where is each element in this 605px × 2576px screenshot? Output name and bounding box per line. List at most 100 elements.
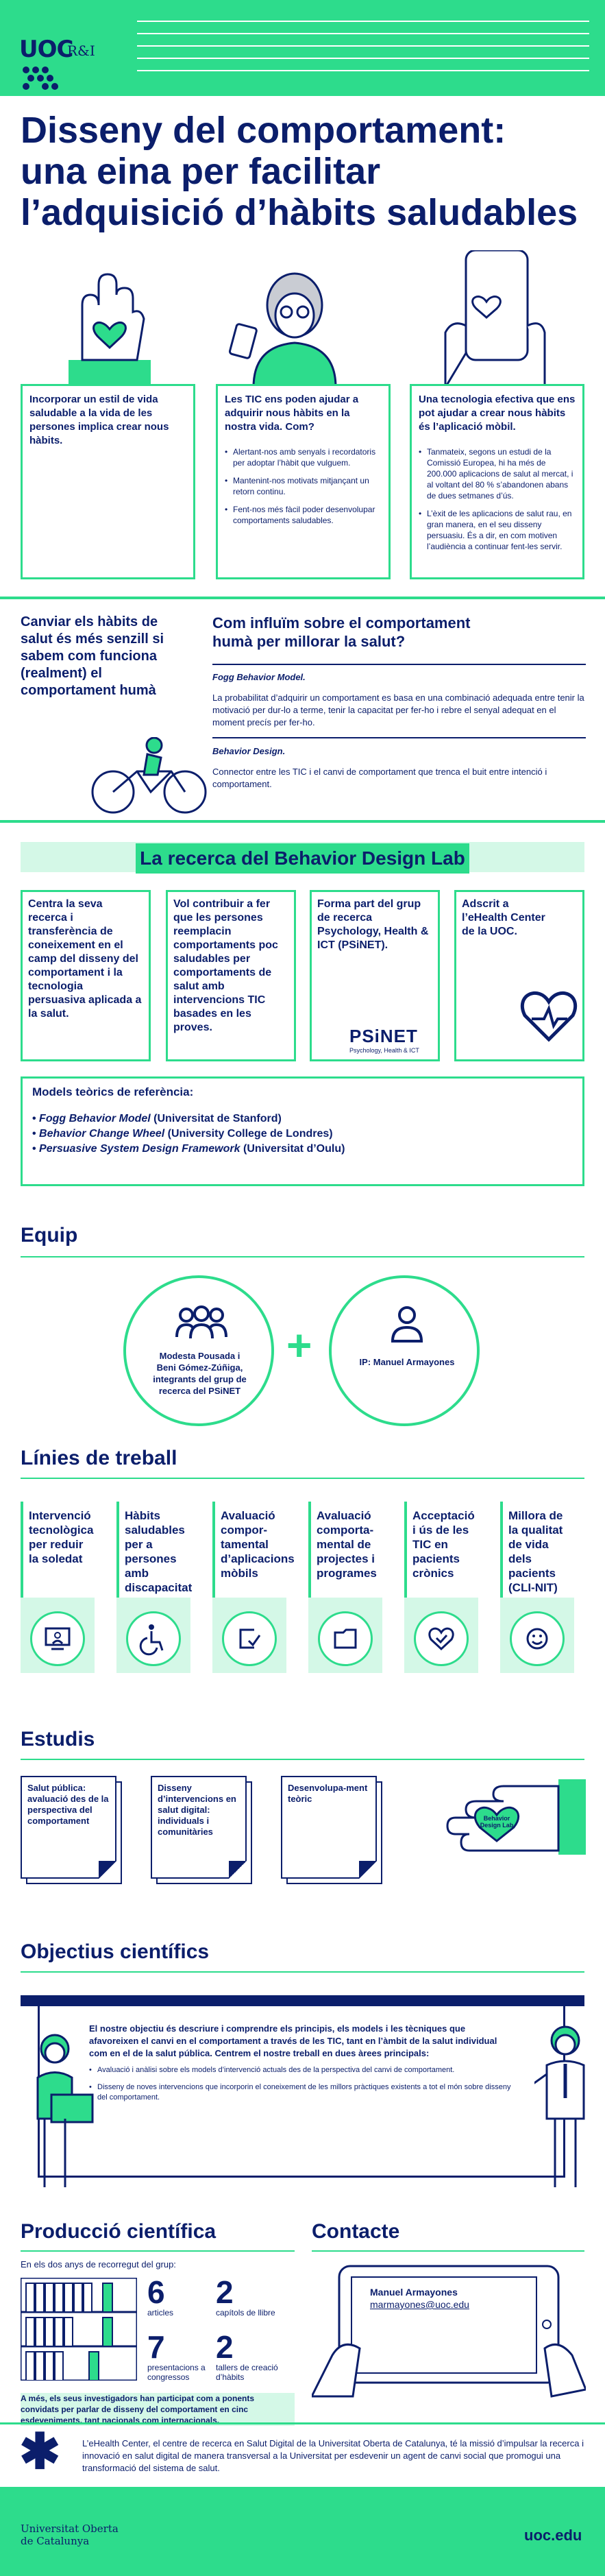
heart-lab-label: Behavior Design Lab — [480, 1815, 514, 1829]
produccio-intro: En els dos anys de recorregut del grup: — [21, 2259, 176, 2270]
intro-card-2-bullet: Fent-nos més fàcil poder desenvolupar co… — [225, 504, 382, 526]
linia-card-5: Acceptació i ús de les TIC en pacients c… — [404, 1502, 478, 1673]
model-item: • Persuasive System Design Framework (Un… — [32, 1143, 345, 1155]
hand-heart-lab-illustration: Behavior Design Lab — [428, 1766, 586, 1862]
footer-univ-line-2: de Catalunya — [21, 2535, 90, 2547]
intro-card-3-heading: Una tecnologia efectiva que ens pot ajud… — [419, 394, 576, 433]
linies-rule — [21, 1478, 584, 1479]
stat-value: 2 — [216, 2274, 234, 2310]
estudi-doc-2: Disseny d’intervencions en salut digital… — [151, 1776, 247, 1879]
person-icon — [390, 1305, 424, 1347]
whiteboard — [21, 1995, 584, 2006]
team-left-text: Modesta Pousada i Beni Gómez-Zúñiga, int… — [153, 1351, 247, 1396]
linia-label: Acceptació i ús de les TIC en pacients c… — [404, 1502, 478, 1598]
produccio-note: A més, els seus investigadors han partic… — [21, 2393, 295, 2426]
linia-label: Avaluació comporta-mental de projectes i… — [308, 1502, 382, 1598]
title-line-1: Disseny del comportament: — [21, 110, 506, 151]
hand-heart-illustration — [41, 257, 178, 387]
objectius-text-block: El nostre objectiu és descriure i compre… — [89, 2023, 514, 2110]
produccio-rule — [21, 2250, 295, 2252]
team-icon — [174, 1305, 229, 1343]
model-item: • Fogg Behavior Model (Universitat de St… — [32, 1113, 282, 1124]
intro-card-3-bullet: L’èxit de les aplicacions de salut rau, … — [419, 508, 576, 552]
footer-university: Universitat Oberta de Catalunya — [21, 2523, 119, 2547]
intro-card-2-bullet: Alertant-nos amb senyals i recordatoris … — [225, 446, 382, 468]
equip-title: Equip — [21, 1224, 78, 1247]
behavior-question: Com influïm sobre el comportament humà p… — [212, 614, 471, 650]
objectius-text: El nostre objectiu és descriure i compre… — [89, 2023, 497, 2058]
stat-presentacions: 7 presentacions a congressos — [147, 2331, 216, 2382]
models-title: Models teòrics de referència: — [32, 1085, 194, 1098]
produccio-title: Producció científica — [21, 2220, 217, 2243]
lab-card-4: Adscrit a l’eHealth Center de la UOC. — [454, 890, 584, 1061]
header-lines — [137, 21, 589, 71]
linia-label: Millora de la qualitat de vida dels paci… — [500, 1502, 574, 1598]
bd-title: Behavior Design. — [212, 746, 286, 756]
intro-card-1-heading: Incorporar un estil de vida saludable a … — [29, 394, 169, 446]
device-check-icon — [222, 1611, 277, 1666]
estudi-doc-2-text: Disseny d’intervencions en salut digital… — [158, 1783, 236, 1837]
contact-name: Manuel Armayones — [370, 2287, 458, 2298]
linia-label: Intervenció tecnològica per reduir la so… — [21, 1502, 95, 1598]
ehealth-text: L’eHealth Center, el centre de recerca e… — [82, 2438, 584, 2473]
stat-articles: 6 articles — [147, 2276, 216, 2318]
stat-label: articles — [147, 2308, 174, 2318]
lab-card-2: Vol contribuir a fer que les persones re… — [166, 890, 296, 1061]
stat-value: 7 — [147, 2329, 165, 2365]
cyclist-illustration — [89, 736, 212, 816]
heart-pulse-icon — [518, 988, 580, 1046]
team-circle-right: IP: Manuel Armayones — [329, 1275, 480, 1426]
behavior-left-text: Canviar els hàbits de salut és més senzi… — [21, 614, 164, 698]
linia-card-6: Millora de la qualitat de vida dels paci… — [500, 1502, 574, 1673]
uoc-logo-text: UOC — [19, 36, 73, 63]
bd-text: Connector entre les TIC i el canvi de co… — [212, 767, 547, 789]
computer-user-icon — [30, 1611, 85, 1666]
stat-value: 6 — [147, 2274, 165, 2310]
fogg-text: La probabilitat d’adquirir un comportame… — [212, 693, 584, 727]
linia-card-1: Intervenció tecnològica per reduir la so… — [21, 1502, 95, 1673]
lab-card-2-text: Vol contribuir a fer que les persones re… — [173, 898, 278, 1033]
model-origin: (Universitat de Stanford) — [153, 1113, 282, 1124]
stat-label: presentacions a congressos — [147, 2363, 206, 2382]
tablet-illustration: Manuel Armayones marmayones@uoc.edu — [310, 2259, 588, 2403]
page-title: Disseny del comportament: una eina per f… — [21, 110, 596, 233]
man-pointer-illustration — [527, 2023, 596, 2194]
lab-card-3-text: Forma part del grup de recerca Psycholog… — [317, 898, 429, 951]
wheelchair-icon — [126, 1611, 181, 1666]
team-circle-left: Modesta Pousada i Beni Gómez-Zúñiga, int… — [123, 1275, 274, 1426]
objectius-bullet: Disseny de noves intervencions que incor… — [89, 2082, 514, 2103]
folder-icon — [318, 1611, 373, 1666]
linia-label: Hàbits saludables per a persones amb dis… — [116, 1502, 192, 1598]
contacte-rule — [312, 2250, 584, 2252]
footer-univ-line-1: Universitat Oberta — [21, 2523, 119, 2535]
bd-block: Behavior Design. Connector entre les TIC… — [212, 746, 586, 791]
linia-label: Avaluació compor-tamental d’aplicacions … — [212, 1502, 295, 1598]
model-origin: (Universitat d’Oulu) — [243, 1143, 345, 1155]
model-item: • Behavior Change Wheel (University Coll… — [32, 1128, 333, 1140]
linia-card-3: Avaluació compor-tamental d’aplicacions … — [212, 1502, 295, 1673]
estudi-doc-1: Salut pública: avaluació des de la persp… — [21, 1776, 116, 1879]
team-right-text: IP: Manuel Armayones — [359, 1357, 455, 1367]
model-name: Persuasive System Design Framework — [39, 1143, 240, 1155]
woman-laptop-illustration — [27, 2030, 103, 2194]
psinet-logo-sub: Psychology, Health & ICT — [349, 1047, 419, 1054]
intro-card-2: Les TIC ens poden ajudar a adquirir nous… — [216, 384, 391, 579]
footer-url[interactable]: uoc.edu — [524, 2527, 582, 2544]
lab-title-band: La recerca del Behavior Design Lab — [21, 842, 584, 874]
contact-email[interactable]: marmayones@uoc.edu — [370, 2299, 469, 2310]
lab-card-1-text: Centra la seva recerca i transferència d… — [28, 898, 142, 1020]
model-name: Behavior Change Wheel — [39, 1128, 165, 1140]
model-name: Fogg Behavior Model — [39, 1113, 151, 1124]
behavior-divider-2 — [212, 737, 586, 738]
fogg-title: Fogg Behavior Model. — [212, 672, 306, 682]
linia-card-4: Avaluació comporta-mental de projectes i… — [308, 1502, 382, 1673]
header-bar: UOC R&I — [0, 0, 605, 96]
uoc-logo[interactable]: UOC — [19, 36, 73, 90]
intro-card-3: Una tecnologia efectiva que ens pot ajud… — [410, 384, 584, 579]
behavior-divider-1 — [212, 664, 586, 665]
lab-card-1: Centra la seva recerca i transferència d… — [21, 890, 151, 1061]
model-origin: (University College de Londres) — [167, 1128, 333, 1140]
behavior-section-bg — [0, 597, 605, 823]
title-line-2: una eina per facilitar — [21, 151, 381, 192]
estudi-doc-1-text: Salut pública: avaluació des de la persp… — [27, 1783, 109, 1826]
